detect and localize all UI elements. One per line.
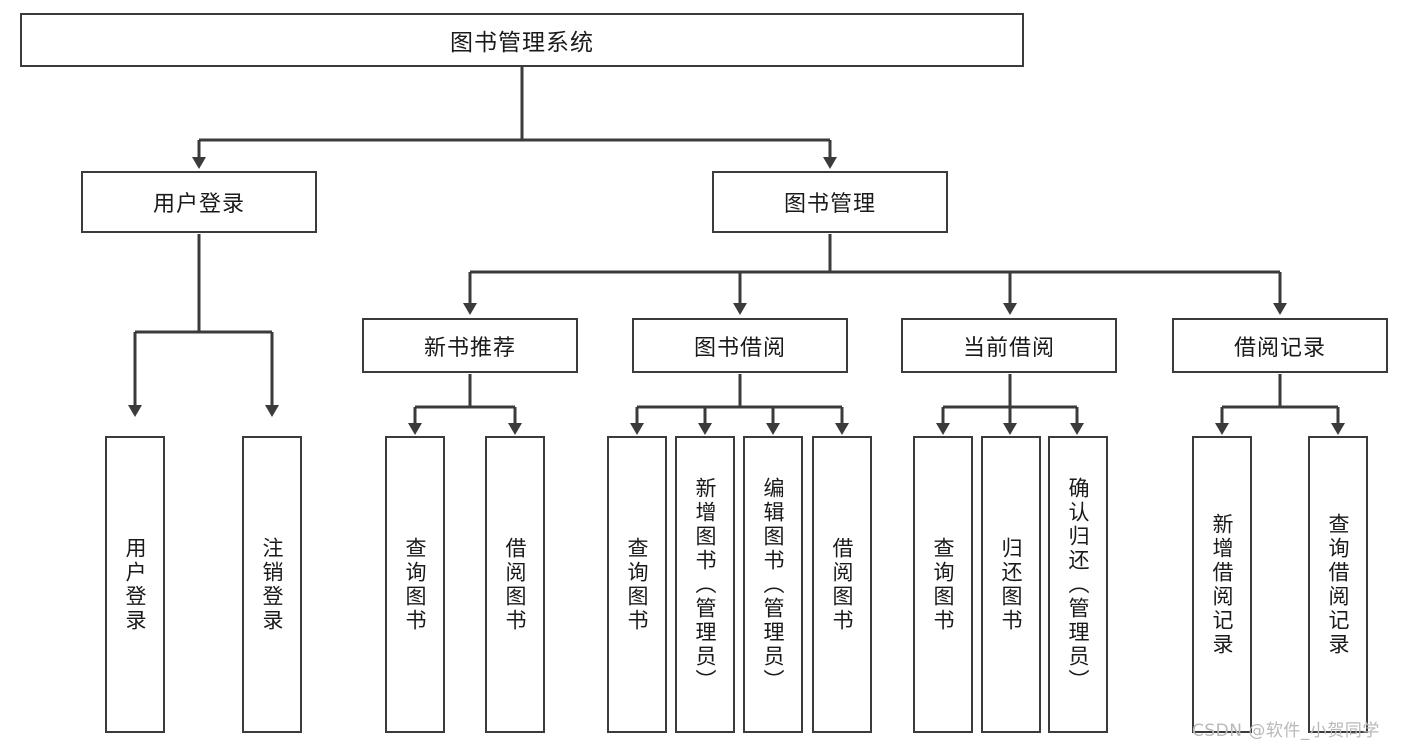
csdn-watermark: CSDN @软件_小贺同学 bbox=[1192, 721, 1380, 741]
node-label: 查询图书 bbox=[625, 536, 650, 633]
node-label: 用户登录 bbox=[123, 536, 148, 633]
node-label: 借阅记录 bbox=[1233, 335, 1326, 361]
node-current-borrow[interactable]: 当前借阅 bbox=[901, 318, 1117, 373]
node-label: 当前借阅 bbox=[962, 335, 1055, 361]
node-label: 编辑图书（管理员） bbox=[761, 476, 786, 693]
leaf-confirm-return-admin[interactable]: 确认归还（管理员） bbox=[1048, 436, 1108, 733]
leaf-borrow-book-recommendation[interactable]: 借阅图书 bbox=[485, 436, 545, 733]
leaf-return-book[interactable]: 归还图书 bbox=[981, 436, 1041, 733]
leaf-add-borrow-record[interactable]: 新增借阅记录 bbox=[1192, 436, 1252, 733]
node-label: 查询图书 bbox=[403, 536, 428, 633]
leaf-query-book-current[interactable]: 查询图书 bbox=[913, 436, 973, 733]
node-root-book-management-system[interactable]: 图书管理系统 bbox=[20, 13, 1024, 67]
node-borrow-record[interactable]: 借阅记录 bbox=[1172, 318, 1388, 373]
node-label: 注销登录 bbox=[260, 536, 285, 633]
node-label: 查询图书 bbox=[931, 536, 956, 633]
node-label: 新书推荐 bbox=[423, 335, 516, 361]
leaf-query-book-recommendation[interactable]: 查询图书 bbox=[385, 436, 445, 733]
leaf-query-borrow-record[interactable]: 查询借阅记录 bbox=[1308, 436, 1368, 733]
node-label: 确认归还（管理员） bbox=[1066, 476, 1091, 693]
node-label: 图书管理系统 bbox=[450, 30, 594, 56]
node-book-borrow[interactable]: 图书借阅 bbox=[632, 318, 848, 373]
leaf-add-book-admin[interactable]: 新增图书（管理员） bbox=[675, 436, 735, 733]
node-label: 新增图书（管理员） bbox=[693, 476, 718, 693]
node-new-book-recommendation[interactable]: 新书推荐 bbox=[362, 318, 578, 373]
node-label: 图书借阅 bbox=[693, 335, 786, 361]
leaf-query-book-borrow[interactable]: 查询图书 bbox=[607, 436, 667, 733]
node-label: 查询借阅记录 bbox=[1326, 512, 1351, 657]
node-user-login[interactable]: 用户登录 bbox=[81, 171, 317, 233]
leaf-borrow-book[interactable]: 借阅图书 bbox=[812, 436, 872, 733]
node-label: 图书管理 bbox=[783, 192, 876, 217]
node-label: 新增借阅记录 bbox=[1210, 512, 1235, 657]
node-label: 借阅图书 bbox=[830, 536, 855, 633]
node-label: 借阅图书 bbox=[503, 536, 528, 633]
node-label: 归还图书 bbox=[999, 536, 1024, 633]
leaf-user-login[interactable]: 用户登录 bbox=[105, 436, 165, 733]
node-label: 用户登录 bbox=[152, 192, 245, 217]
leaf-logout-login[interactable]: 注销登录 bbox=[242, 436, 302, 733]
leaf-edit-book-admin[interactable]: 编辑图书（管理员） bbox=[743, 436, 803, 733]
node-book-manage[interactable]: 图书管理 bbox=[712, 171, 948, 233]
